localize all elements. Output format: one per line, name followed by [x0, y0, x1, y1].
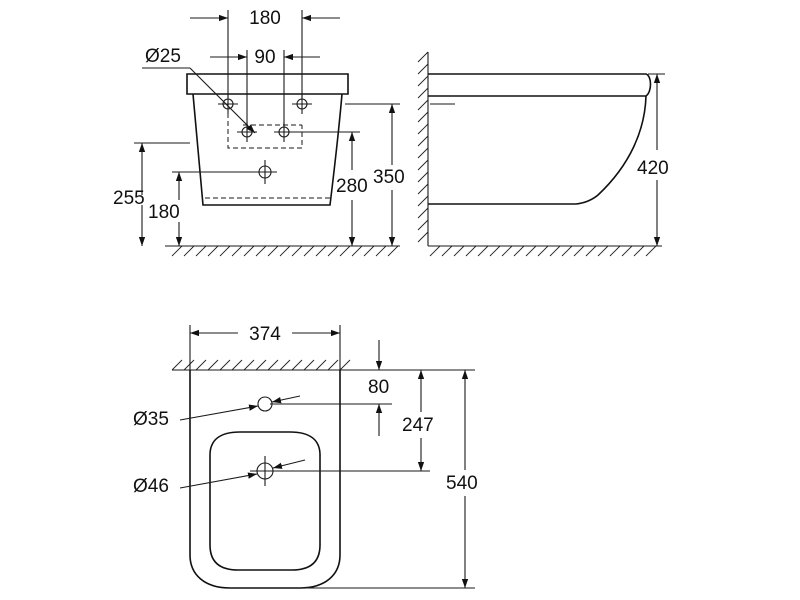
bidet-top-outline [189, 370, 341, 589]
dim-90-label: 90 [254, 47, 275, 68]
dim-d25-label: Ø25 [145, 46, 181, 67]
dim-180-width: 180 [190, 8, 340, 98]
dim-540-label: 540 [446, 473, 478, 494]
dim-280: 280 [290, 131, 368, 246]
top-view: 374 Ø35 Ø46 80 247 [133, 324, 478, 589]
wall-hatch-top [171, 359, 352, 371]
dim-374-label: 374 [249, 324, 281, 345]
dim-255-label: 255 [113, 188, 145, 209]
dim-247-label: 247 [402, 415, 434, 436]
dim-d35-label: Ø35 [133, 409, 169, 430]
floor-hatch-front [165, 245, 400, 257]
dim-350: 350 [345, 103, 405, 246]
dim-d46-label: Ø46 [133, 476, 169, 497]
dim-280-label: 280 [336, 176, 368, 197]
dim-90-spacing: 90 [210, 47, 320, 128]
bidet-profile-outline [428, 73, 652, 205]
dim-80: 80 [270, 340, 392, 436]
dim-diameter-35: Ø35 [133, 395, 301, 430]
front-view: 180 90 Ø25 255 180 [113, 8, 405, 257]
dim-420: 420 [637, 73, 669, 246]
dim-255: 255 [113, 142, 190, 246]
dim-diameter-46: Ø46 [133, 459, 306, 497]
bidet-front-outline [186, 73, 349, 206]
dim-80-label: 80 [368, 377, 389, 398]
wall-hatch [417, 51, 429, 246]
profile-view: 420 [417, 51, 669, 257]
tap-hole [257, 396, 273, 412]
dim-350-label: 350 [373, 167, 405, 188]
holes-front [218, 94, 312, 184]
dim-540: 540 [300, 370, 478, 589]
dim-180-height-label: 180 [148, 202, 180, 223]
dim-247: 247 [275, 369, 475, 472]
dim-420-label: 420 [637, 158, 669, 179]
dim-180-height: 180 [148, 171, 254, 246]
dim-diameter-25: Ø25 [142, 46, 256, 134]
dim-180-label: 180 [249, 8, 281, 29]
floor-hatch-profile [428, 245, 662, 257]
dim-374: 374 [189, 324, 341, 370]
